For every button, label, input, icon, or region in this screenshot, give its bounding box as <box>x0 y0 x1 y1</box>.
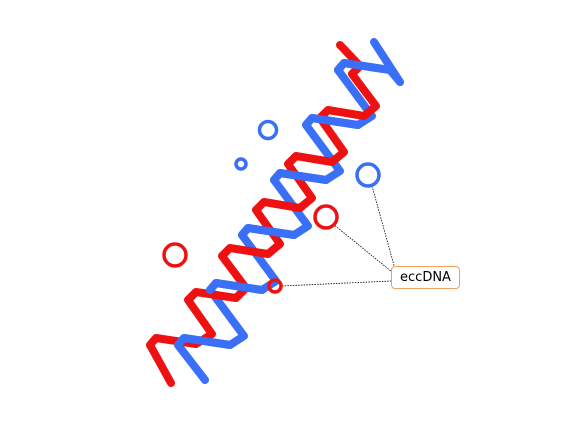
red-strand <box>146 41 380 387</box>
circle-blue-small-upper <box>234 157 248 171</box>
blue-overlap-3 <box>238 224 298 239</box>
blue-overlap-6 <box>334 59 404 86</box>
circle-blue-right <box>355 162 381 188</box>
blue-strand-overlaps <box>174 59 404 349</box>
eccdna-label-text: eccDNA <box>400 270 451 285</box>
blue-overlap-5 <box>302 114 362 129</box>
blue-overlap-4 <box>270 169 330 184</box>
circle-red-left <box>162 242 188 268</box>
blue-overlap-2 <box>206 279 266 294</box>
leader-lines <box>281 185 396 287</box>
leader-line-red-middle <box>332 223 393 273</box>
leader-line-blue-right <box>371 185 396 270</box>
eccdna-circles <box>162 119 381 294</box>
blue-overlap-1 <box>174 334 234 349</box>
circle-red-small-lower <box>267 278 283 294</box>
leader-line-red-small <box>281 280 392 287</box>
circle-red-middle <box>313 204 339 230</box>
circle-blue-large-upper <box>257 119 279 141</box>
eccdna-label: eccDNA <box>391 266 460 289</box>
